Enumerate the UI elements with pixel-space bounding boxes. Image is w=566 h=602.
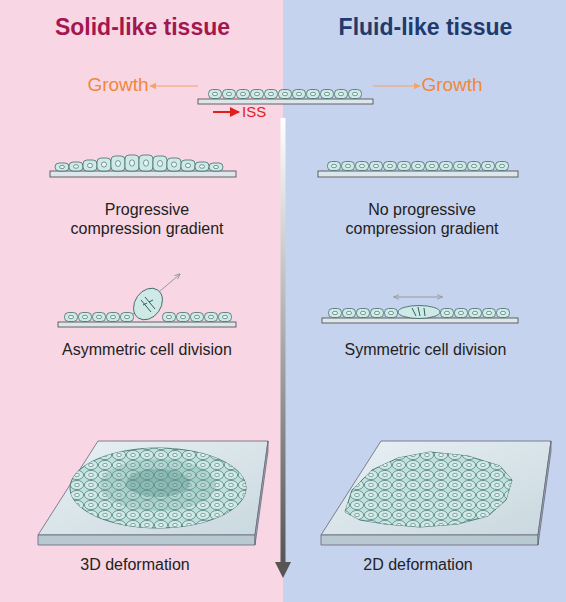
- fluid-panel: Fluid-like tissueGrowth No progressive co…: [283, 0, 566, 602]
- condition-label: No progressive compression gradient: [333, 200, 511, 238]
- condition-label: Progressive compression gradient: [58, 200, 236, 238]
- outcome-label: 3D deformation: [20, 555, 250, 574]
- panel-title: Fluid-like tissue: [293, 14, 558, 42]
- division-label: Symmetric cell division: [293, 340, 558, 359]
- growth-label: Growth: [402, 74, 502, 97]
- iss-label: ISS: [242, 103, 282, 121]
- outcome-label: 2D deformation: [293, 555, 543, 574]
- division-label: Asymmetric cell division: [17, 340, 277, 359]
- panel-title: Solid-like tissue: [10, 14, 275, 42]
- solid-panel: Solid-like tissueGrowthISS Progressive co…: [0, 0, 283, 602]
- growth-label: Growth: [68, 74, 168, 97]
